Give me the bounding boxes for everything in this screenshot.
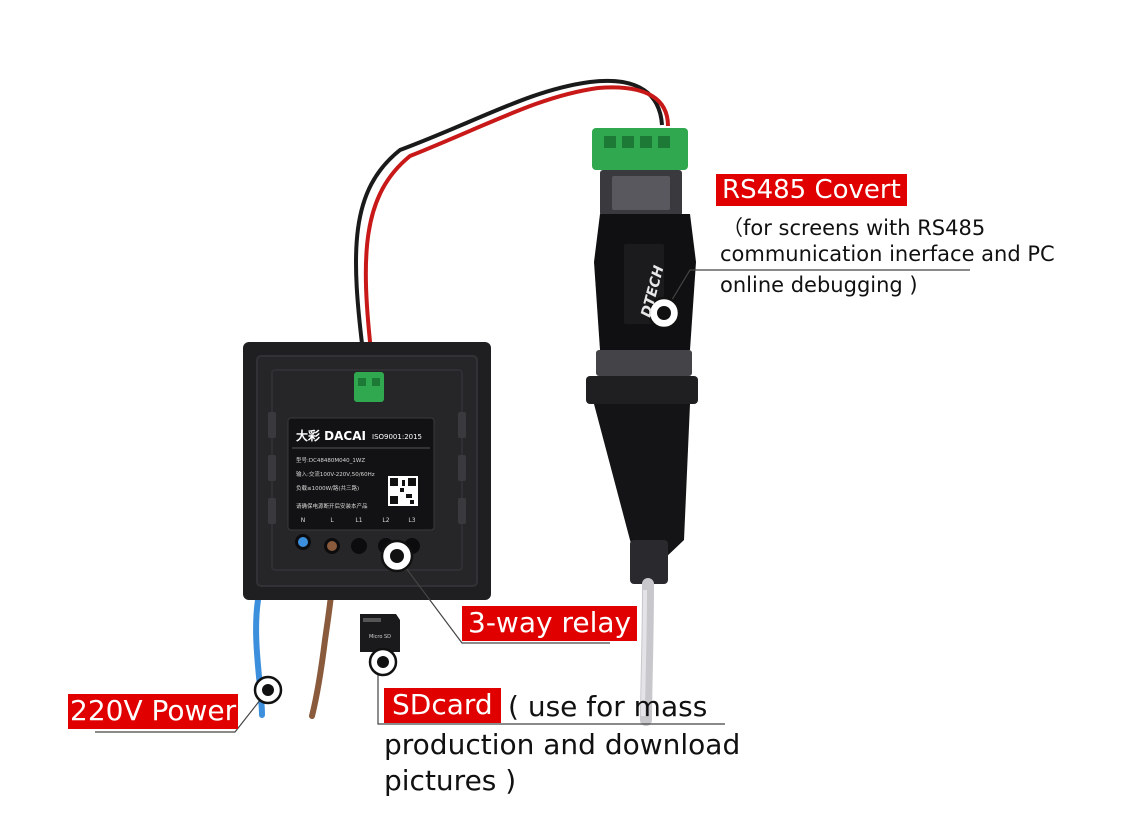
micro-sd-card [360,614,400,652]
rs485-desc-line-2: communication inerface and PC [720,242,1055,266]
terminal-label: L3 [408,517,415,524]
terminal-label: L [330,517,334,524]
panel-brand: 大彩 DACAI [296,428,366,443]
panel-warning-line: 请确保电源断开后安装本产品 [296,502,368,510]
terminal-label: N [301,517,306,524]
callout-dot-icon [253,675,283,705]
sdcard-desc-first: ( use for mass [508,690,708,723]
callout-dot-icon [368,647,398,677]
qr-code-icon [388,476,418,506]
terminal-label: L2 [382,517,389,524]
signal-cable-black [354,78,664,361]
panel-terminal-block [354,372,384,402]
panel-input-line: 输入:交流100V-220V,50/60Hz [296,470,375,478]
relay-label: 3-way relay [462,606,638,641]
callout-dot-icon [647,296,681,330]
leader-lines [95,269,970,733]
rs485-label: RS485 Covert [716,174,907,206]
rs485-desc-line-3: online debugging ) [720,273,918,297]
power-label: 220V Power [68,694,239,729]
relay-panel [243,342,491,600]
signal-cable-red [363,85,670,361]
terminal-label: L1 [355,517,362,524]
sdcard-label: SDcard [384,688,501,723]
rs485-desc-line-1: （for screens with RS485 [722,216,986,240]
callout-dot-icon [380,539,414,573]
panel-load-line: 负载≤1000W/路(共三路) [296,484,359,492]
sdcard-desc-line-1: production and download [384,728,741,761]
sdcard-text: Micro SD [369,634,391,640]
sdcard-desc-line-2: pictures ) [384,764,517,797]
panel-iso: ISO9001:2015 [372,433,422,441]
panel-model-line: 型号:DC48480M040_1WZ [296,456,365,464]
